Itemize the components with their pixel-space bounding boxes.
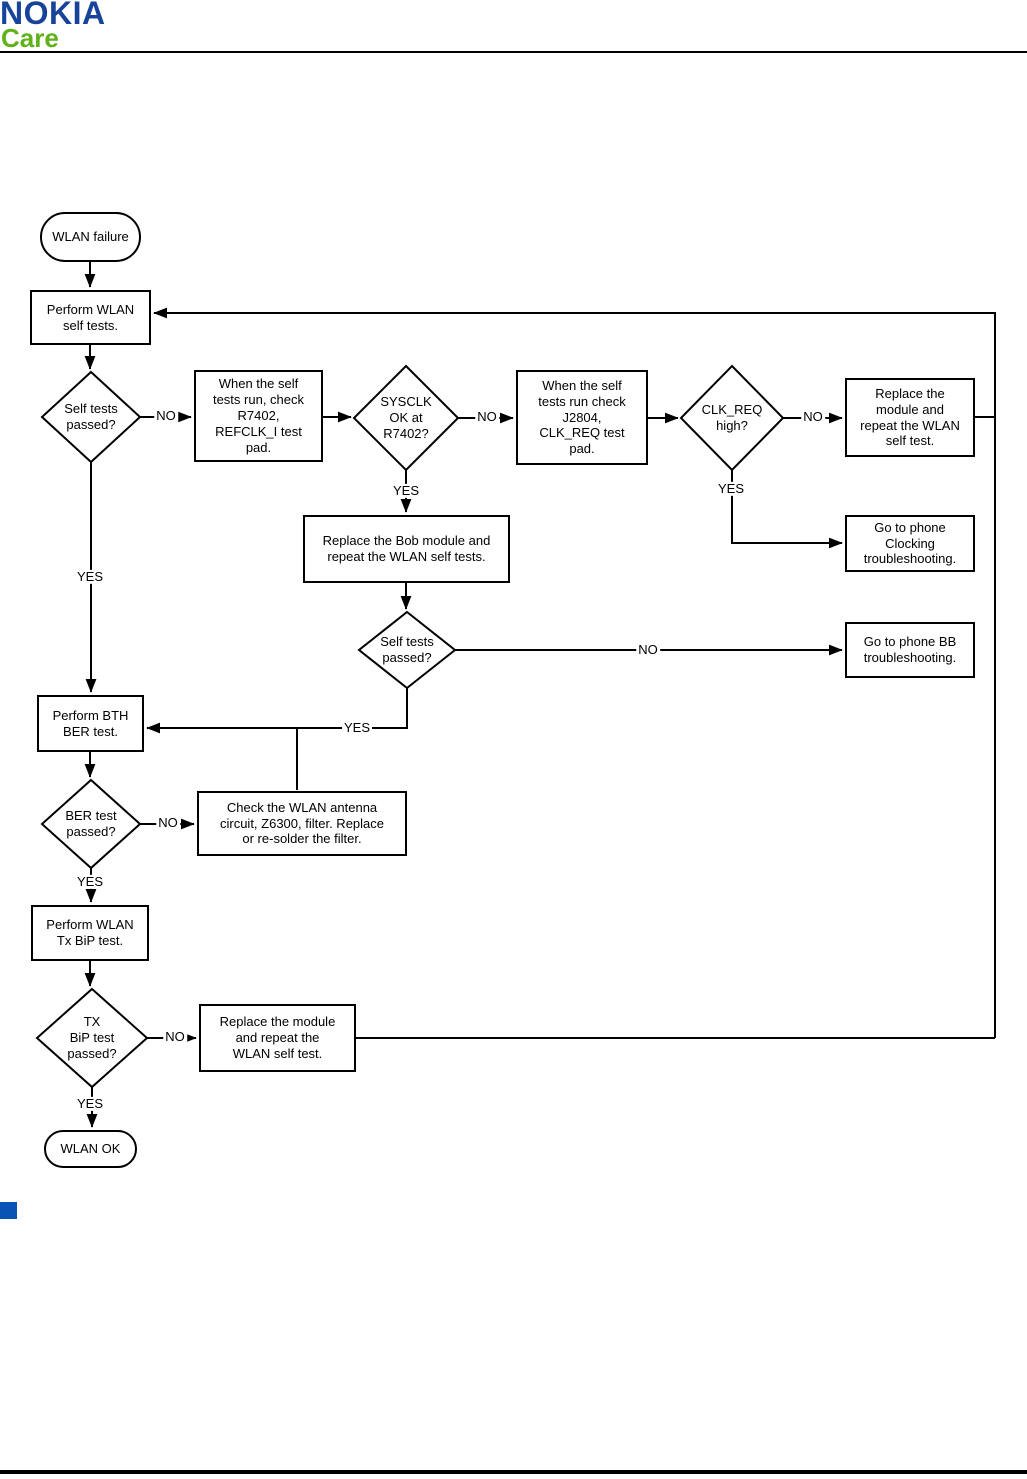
edge-label-yes: YES <box>341 719 373 736</box>
diamond-self-tests-1 <box>40 370 142 464</box>
diamond-sysclk <box>352 364 460 472</box>
diamond-clk-req <box>679 364 785 472</box>
edge-label-no: NO <box>156 814 180 831</box>
node-replace-module-bottom: Replace the module and repeat the WLAN s… <box>199 1004 356 1072</box>
edge-label-yes: YES <box>74 873 106 890</box>
decision-diamonds <box>35 364 785 1089</box>
decision-self-tests-1-label: Self tests passed? <box>64 401 118 432</box>
decision-self-tests-2-label: Self tests passed? <box>380 634 434 665</box>
decision-ber-label: BER test passed? <box>65 808 117 839</box>
edge-label-yes: YES <box>715 480 747 497</box>
edge-label-no: NO <box>801 408 825 425</box>
node-perform-wlan-self-tests: Perform WLAN self tests. <box>30 290 151 345</box>
edge-label-no: NO <box>154 407 178 424</box>
header-divider <box>0 51 1027 53</box>
section-marker <box>0 1202 17 1219</box>
edge-label-yes: YES <box>390 482 422 499</box>
footer-divider <box>0 1470 1027 1474</box>
node-check-clk-req: When the self tests run check J2804, CLK… <box>516 370 648 465</box>
diamond-self-tests-2 <box>357 610 457 690</box>
node-go-clocking: Go to phone Clocking troubleshooting. <box>845 515 975 572</box>
node-go-bb: Go to phone BB troubleshooting. <box>845 622 975 678</box>
decision-tx-bip-label: TX BiP test passed? <box>67 1014 117 1061</box>
edge-label-yes: YES <box>74 568 106 585</box>
decision-clk-req-label: CLK_REQ high? <box>701 402 763 433</box>
node-check-antenna: Check the WLAN antenna circuit, Z6300, f… <box>197 791 407 856</box>
edge-label-no: NO <box>163 1028 187 1045</box>
edge-label-yes: YES <box>74 1095 106 1112</box>
care-logo: Care <box>1 23 59 53</box>
node-perform-tx-bip: Perform WLAN Tx BiP test. <box>31 905 149 961</box>
node-start: WLAN failure <box>40 212 141 262</box>
diamond-ber <box>40 778 142 870</box>
node-replace-bob: Replace the Bob module and repeat the WL… <box>303 515 510 583</box>
diamond-tx-bip <box>35 987 149 1089</box>
node-check-refclk: When the self tests run, check R7402, RE… <box>194 370 323 462</box>
decision-sysclk-label: SYSCLK OK at R7402? <box>380 394 432 441</box>
node-end: WLAN OK <box>44 1130 137 1168</box>
edge-label-no: NO <box>636 641 660 658</box>
node-perform-bth: Perform BTH BER test. <box>37 695 144 752</box>
node-replace-module-top: Replace the module and repeat the WLAN s… <box>845 378 975 457</box>
edge-label-no: NO <box>475 408 499 425</box>
nokia-logo: NOKIA <box>0 0 106 31</box>
